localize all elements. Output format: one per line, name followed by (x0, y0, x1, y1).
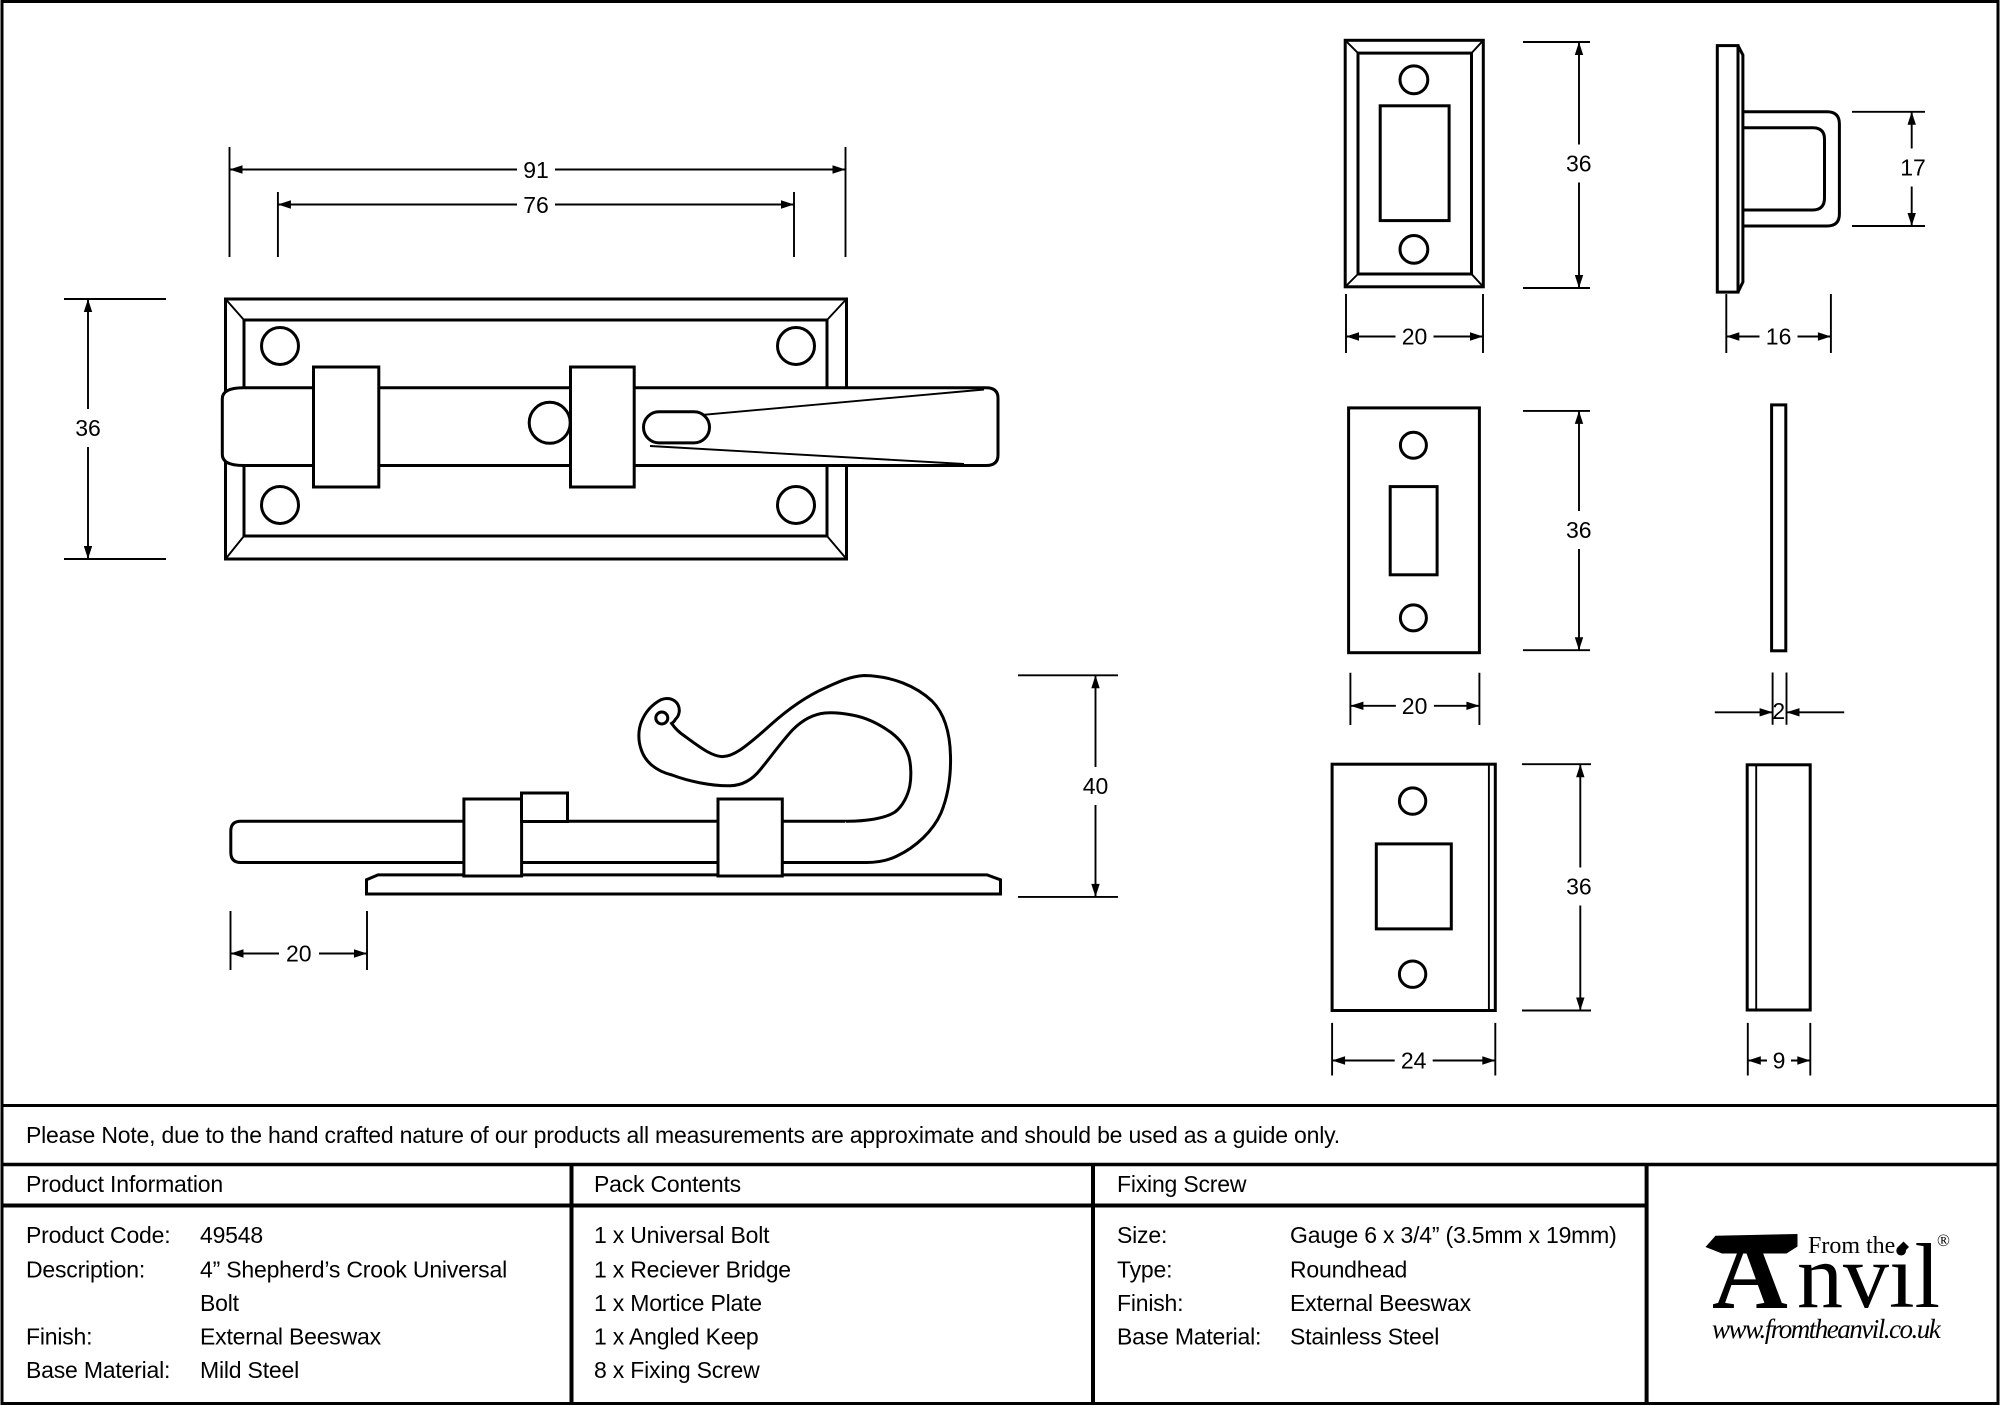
svg-text:4” Shepherd’s Crook Universal: 4” Shepherd’s Crook Universal (200, 1257, 507, 1283)
svg-text:1 x Universal Bolt: 1 x Universal Bolt (594, 1222, 770, 1248)
svg-text:1 x Reciever Bridge: 1 x Reciever Bridge (594, 1257, 791, 1283)
svg-text:A: A (1712, 1214, 1788, 1331)
svg-text:49548: 49548 (200, 1222, 263, 1248)
svg-text:36: 36 (1566, 517, 1592, 543)
svg-text:Stainless Steel: Stainless Steel (1290, 1324, 1439, 1350)
svg-text:Please Note, due to the hand c: Please Note, due to the hand crafted nat… (26, 1122, 1340, 1148)
svg-text:20: 20 (1402, 324, 1428, 350)
svg-text:1 x Mortice Plate: 1 x Mortice Plate (594, 1290, 762, 1316)
svg-text:36: 36 (1566, 151, 1592, 177)
svg-text:20: 20 (1402, 693, 1428, 719)
svg-text:36: 36 (75, 415, 101, 441)
svg-text:91: 91 (523, 157, 549, 183)
svg-text:Base Material:: Base Material: (26, 1357, 170, 1383)
svg-text:Fixing Screw: Fixing Screw (1117, 1171, 1247, 1197)
svg-text:External Beeswax: External Beeswax (1290, 1290, 1472, 1316)
svg-text:Description:: Description: (26, 1257, 145, 1283)
svg-text:Roundhead: Roundhead (1290, 1257, 1407, 1283)
svg-text:Base Material:: Base Material: (1117, 1324, 1261, 1350)
svg-text:76: 76 (523, 192, 549, 218)
svg-text:1 x Angled Keep: 1 x Angled Keep (594, 1324, 759, 1350)
svg-text:16: 16 (1766, 324, 1792, 350)
svg-text:36: 36 (1566, 874, 1592, 900)
svg-text:Type:: Type: (1117, 1257, 1172, 1283)
svg-text:Finish:: Finish: (26, 1324, 92, 1350)
svg-text:Gauge 6 x 3/4” (3.5mm x 19mm): Gauge 6 x 3/4” (3.5mm x 19mm) (1290, 1222, 1617, 1248)
svg-text:External Beeswax: External Beeswax (200, 1324, 382, 1350)
svg-text:nvil: nvil (1797, 1225, 1940, 1327)
svg-text:www.fromtheanvil.co.uk: www.fromtheanvil.co.uk (1712, 1314, 1942, 1344)
svg-text:Mild Steel: Mild Steel (200, 1357, 299, 1383)
svg-text:40: 40 (1083, 773, 1109, 799)
svg-text:Pack Contents: Pack Contents (594, 1171, 741, 1197)
svg-text:2: 2 (1772, 698, 1785, 724)
svg-text:17: 17 (1900, 155, 1926, 181)
svg-text:Finish:: Finish: (1117, 1290, 1183, 1316)
svg-text:From the: From the (1808, 1233, 1895, 1259)
svg-text:Bolt: Bolt (200, 1290, 240, 1316)
svg-text:8 x Fixing Screw: 8 x Fixing Screw (594, 1357, 760, 1383)
svg-text:24: 24 (1401, 1048, 1427, 1074)
svg-text:Product Code:: Product Code: (26, 1222, 170, 1248)
svg-text:Product Information: Product Information (26, 1171, 223, 1197)
svg-text:Size:: Size: (1117, 1222, 1167, 1248)
svg-text:20: 20 (286, 941, 312, 967)
svg-text:®: ® (1937, 1231, 1950, 1250)
svg-text:9: 9 (1773, 1048, 1786, 1074)
